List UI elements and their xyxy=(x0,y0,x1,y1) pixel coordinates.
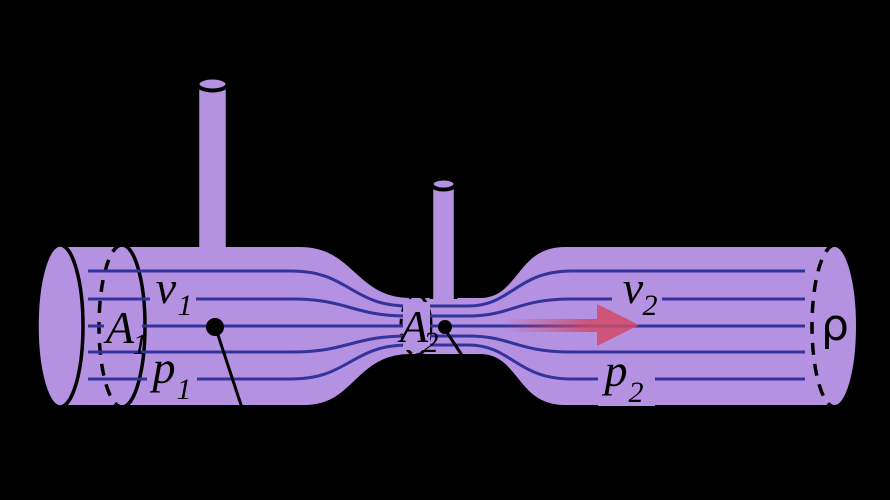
leader-line-1 xyxy=(216,333,246,416)
pressure-1-subscript: 1 xyxy=(177,373,192,406)
area-2-label: A xyxy=(397,301,429,352)
velocity-2-label: v xyxy=(623,262,644,313)
piezometer-tube-2 xyxy=(429,170,458,302)
labels: A 1 v 1 p 1 A 2 v 2 p 2 ρ xyxy=(103,262,849,409)
velocity-1-label: v xyxy=(156,262,177,313)
pressure-1-label: p xyxy=(150,342,176,393)
tube-2-rim-ticks xyxy=(432,170,455,181)
label-backgrounds xyxy=(104,274,662,406)
right-end-hidden-edge xyxy=(810,243,836,409)
area-1-label: A xyxy=(103,302,135,353)
flow-direction-arrow xyxy=(503,304,639,346)
pressure-2-label: p xyxy=(602,345,628,396)
leader-line-2 xyxy=(446,332,469,365)
piezometer-tube-1 xyxy=(195,70,230,250)
tube-2-opening-rim xyxy=(429,176,458,192)
area-1-subscript: 1 xyxy=(133,328,148,361)
measurement-point-1 xyxy=(206,318,224,336)
left-end-cap xyxy=(35,243,85,409)
tube-1-rim-ticks xyxy=(199,70,226,81)
measurement-point-2 xyxy=(438,320,452,334)
density-label: ρ xyxy=(821,300,849,351)
velocity-1-subscript: 1 xyxy=(178,289,193,322)
pressure-2-subscript: 2 xyxy=(629,376,644,409)
area-2-subscript: 2 xyxy=(424,326,439,359)
velocity-2-subscript: 2 xyxy=(643,289,658,322)
